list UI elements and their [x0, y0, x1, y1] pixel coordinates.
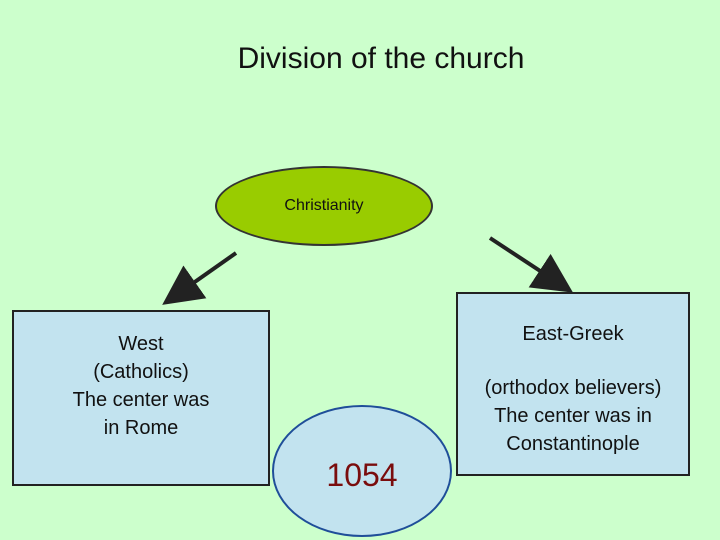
christianity-label: Christianity: [284, 197, 364, 214]
year-label: 1054: [326, 457, 398, 493]
east-title: East-Greek: [522, 323, 624, 345]
west-line: West: [118, 333, 164, 355]
slide-title: Division of the church: [237, 42, 525, 75]
west-line: in Rome: [103, 417, 179, 439]
west-line: The center was: [72, 389, 210, 411]
west-box: West (Catholics) The center was in Rome: [12, 310, 270, 486]
east-line: (orthodox believers): [484, 377, 662, 399]
east-line: The center was in: [494, 405, 652, 427]
arrow-to-east: [488, 236, 574, 293]
year-ellipse: 1054: [272, 405, 452, 537]
east-box: East-Greek (orthodox believers) The cent…: [456, 292, 690, 476]
arrow-to-west: [162, 251, 238, 305]
east-text: (orthodox believers) The center was in C…: [452, 374, 694, 458]
east-line: Constantinople: [506, 433, 640, 455]
west-line: (Catholics): [93, 361, 189, 383]
christianity-ellipse: Christianity: [215, 166, 433, 246]
west-text: West (Catholics) The center was in Rome: [14, 330, 268, 442]
